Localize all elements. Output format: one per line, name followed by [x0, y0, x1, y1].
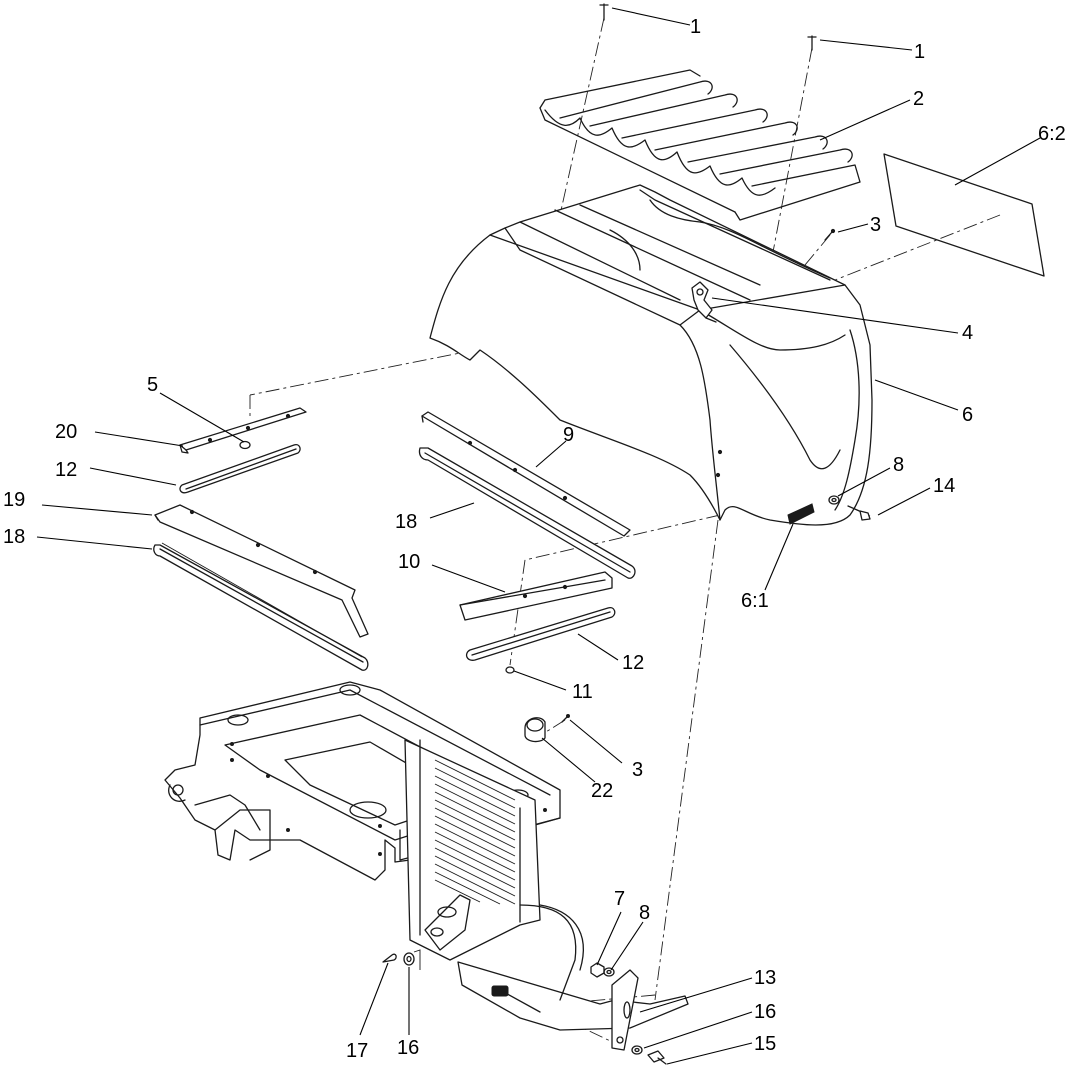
callout-7: 7 [614, 888, 625, 910]
callout-6: 6 [962, 404, 973, 426]
callout-19: 19 [3, 489, 25, 511]
callout-16-left: 16 [397, 1037, 419, 1059]
vent-slots [434, 759, 516, 905]
washer-8-lower [603, 967, 615, 977]
nut-11 [505, 666, 515, 674]
callout-8-lower: 8 [639, 902, 650, 924]
bracket-10 [459, 571, 613, 621]
washer-5 [239, 440, 251, 450]
callout-1-right: 1 [914, 41, 925, 63]
washer-16-left [403, 949, 421, 970]
seal-12-lower [465, 607, 616, 661]
callout-8-right: 8 [893, 454, 904, 476]
callout-13: 13 [754, 967, 776, 989]
bolt-14 [847, 505, 871, 521]
washer-8-right [828, 495, 840, 505]
bracket-19 [154, 504, 369, 638]
callout-2: 2 [913, 88, 924, 110]
pin-17 [382, 953, 397, 963]
seal-18-left [153, 542, 369, 671]
washer-16-right [631, 1045, 643, 1055]
seal-18-middle [418, 447, 636, 579]
bracket-9 [421, 411, 631, 537]
hood-shroud [429, 184, 873, 526]
callout-1-left: 1 [690, 16, 701, 38]
decal-6-2 [883, 153, 1045, 277]
callout-3-lower: 3 [632, 759, 643, 781]
screw-3-lower [561, 714, 570, 723]
screw-1-left [599, 3, 609, 21]
bolt-15 [647, 1050, 667, 1065]
corrugated-rear-panel [539, 69, 861, 221]
seat-support-frame [164, 681, 689, 1031]
callout-18-left: 18 [3, 526, 25, 548]
callout-6-2: 6:2 [1038, 123, 1066, 145]
callout-16-right: 16 [754, 1001, 776, 1023]
callout-20: 20 [55, 421, 77, 443]
callout-22: 22 [591, 780, 613, 802]
decal-6-1 [787, 503, 815, 525]
callout-6-1: 6:1 [741, 590, 769, 612]
callout-17: 17 [346, 1040, 368, 1062]
bracket-20 [179, 407, 307, 454]
leader-lines [36, 7, 1041, 1065]
callout-9: 9 [563, 424, 574, 446]
callout-12-upper: 12 [55, 459, 77, 481]
seal-12-upper [179, 444, 301, 494]
latch-strike-13 [611, 969, 639, 1051]
callout-14: 14 [933, 475, 955, 497]
bumper-22 [524, 717, 546, 743]
latch-assembly [691, 281, 717, 323]
callout-labels: 1 1 2 6:2 3 4 6 5 20 12 19 18 9 18 8 14 … [3, 16, 1066, 1062]
callout-12-lower: 12 [622, 652, 644, 674]
screw-3-top [824, 228, 836, 241]
callout-11: 11 [572, 681, 593, 703]
callout-4: 4 [962, 322, 973, 344]
callout-5: 5 [147, 374, 158, 396]
callout-3-top: 3 [870, 214, 881, 236]
callout-18-middle: 18 [395, 511, 417, 533]
screw-1-right [807, 35, 817, 51]
callout-10: 10 [398, 551, 420, 573]
callout-15: 15 [754, 1033, 776, 1055]
